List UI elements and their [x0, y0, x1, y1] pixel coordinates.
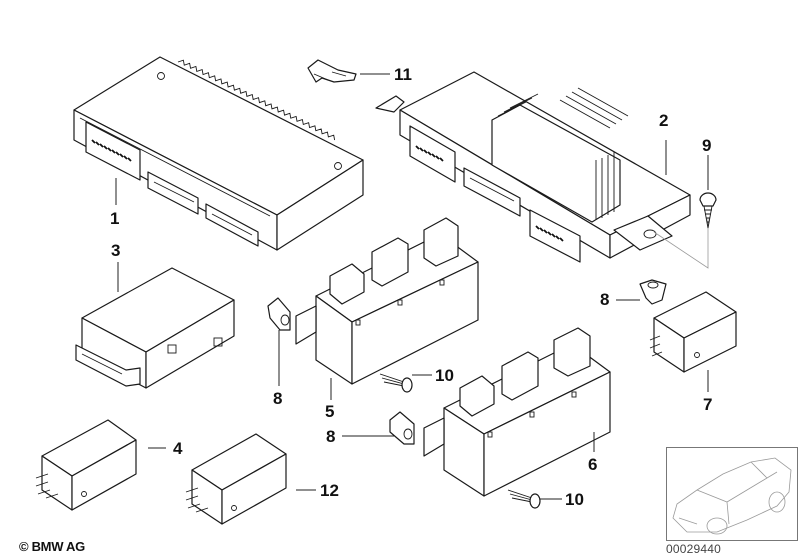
part-11-clip[interactable]	[307, 59, 357, 83]
part-10b-screw[interactable]	[507, 489, 541, 509]
assembly-line-9	[653, 218, 709, 269]
callout-12: 12	[320, 481, 339, 500]
callout-3: 3	[111, 241, 121, 260]
part-1-control-unit[interactable]	[73, 56, 364, 251]
part-2-control-unit[interactable]	[375, 71, 691, 263]
part-6-relay-module[interactable]	[423, 327, 611, 497]
callout-11: 11	[394, 65, 412, 84]
copyright-label: © BMW AG	[19, 539, 85, 554]
part-12-relay[interactable]	[185, 433, 287, 525]
callout-2: 2	[659, 111, 669, 130]
part-9-screw[interactable]	[699, 192, 717, 229]
callout-1: 1	[110, 209, 120, 228]
part-8b-nut[interactable]	[389, 411, 415, 445]
callout-10b: 10	[565, 490, 584, 509]
part-4-relay[interactable]	[35, 419, 137, 511]
part-3-module[interactable]	[75, 267, 235, 389]
callout-5: 5	[325, 402, 335, 421]
callout-9: 9	[702, 136, 712, 155]
car-outline-icon	[672, 457, 792, 535]
image-number: 00029440	[666, 542, 721, 556]
callout-10a: 10	[435, 366, 454, 385]
callout-8c: 8	[600, 290, 610, 309]
callout-6: 6	[588, 455, 598, 474]
callout-8a: 8	[273, 389, 283, 408]
part-7-relay[interactable]	[649, 291, 737, 373]
part-10a-screw[interactable]	[379, 373, 413, 393]
callout-4: 4	[173, 439, 183, 458]
callout-8b: 8	[326, 427, 336, 446]
part-8c-nut[interactable]	[639, 279, 667, 305]
part-5-relay-module[interactable]	[295, 217, 479, 385]
callout-7: 7	[703, 395, 713, 414]
part-8a-nut[interactable]	[267, 297, 291, 331]
vehicle-thumbnail	[666, 447, 798, 541]
